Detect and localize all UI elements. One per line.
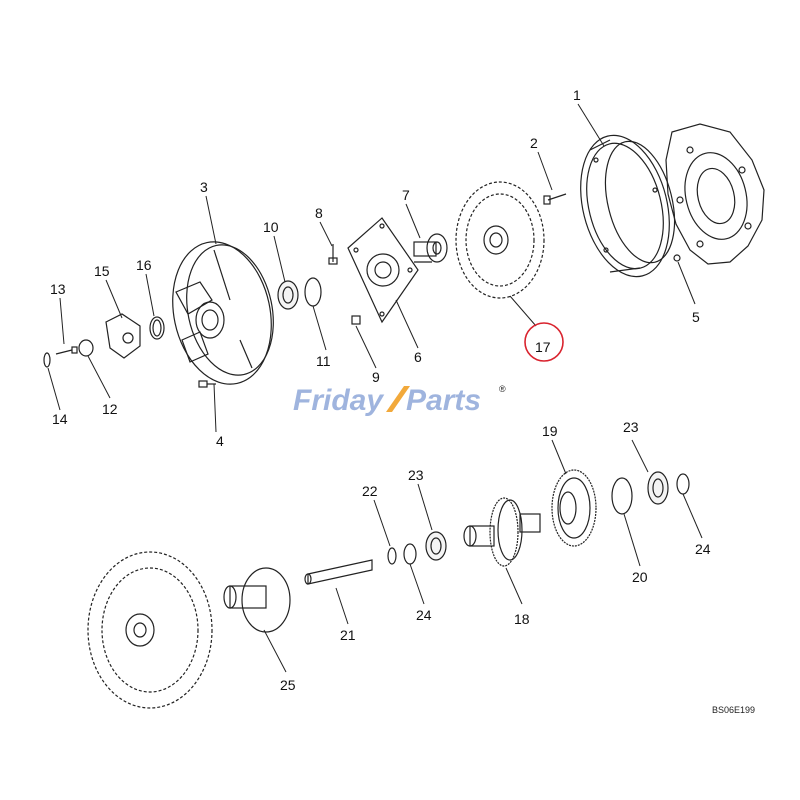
callout-1: 1 — [573, 87, 581, 103]
part-24-o-ring-right[interactable] — [676, 473, 690, 495]
callout-19: 19 — [542, 423, 558, 439]
part-20-snap-ring[interactable] — [611, 477, 633, 515]
watermark-registered-mark: ® — [499, 384, 506, 394]
watermark-text-parts: Parts — [406, 384, 481, 417]
callout-9: 9 — [372, 369, 380, 385]
part-15-yoke[interactable] — [105, 313, 141, 359]
part-6-flex-plate[interactable] — [347, 217, 419, 324]
part-16-o-ring[interactable] — [149, 316, 165, 340]
callout-14: 14 — [52, 411, 68, 427]
part-22-snap-ring[interactable] — [387, 547, 397, 565]
flywheel-housing-plate[interactable] — [665, 123, 765, 265]
part-5-screw[interactable] — [673, 254, 681, 262]
callout-15: 15 — [94, 263, 110, 279]
callout-24-right: 24 — [695, 541, 711, 557]
part-2-bolt[interactable] — [543, 193, 567, 205]
part-10-seal[interactable] — [277, 280, 299, 310]
part-8-bolt[interactable] — [328, 244, 338, 265]
callout-2: 2 — [530, 135, 538, 151]
callout-5: 5 — [692, 309, 700, 325]
part-11-snap-ring[interactable] — [304, 277, 322, 307]
callout-21: 21 — [340, 627, 356, 643]
callout-6: 6 — [414, 349, 422, 365]
callout-23-left: 23 — [408, 467, 424, 483]
callout-23-right: 23 — [623, 419, 639, 435]
callout-16: 16 — [136, 257, 152, 273]
part-17-torque-converter[interactable] — [455, 181, 545, 299]
callout-13: 13 — [50, 281, 66, 297]
callout-12: 12 — [102, 401, 118, 417]
watermark-text-friday: Friday — [293, 384, 384, 417]
watermark-logo: Friday Parts ® — [293, 384, 506, 417]
callout-17: 17 — [535, 339, 551, 355]
callout-11: 11 — [316, 353, 331, 369]
callout-24-left: 24 — [416, 607, 432, 623]
part-12-washer[interactable] — [78, 339, 94, 357]
part-23-bearing-left[interactable] — [425, 531, 447, 561]
part-23-bearing-right[interactable] — [647, 471, 669, 505]
callout-20: 20 — [632, 569, 648, 585]
callout-4: 4 — [216, 433, 224, 449]
callout-7: 7 — [402, 187, 410, 203]
part-1-housing-ring[interactable] — [567, 126, 686, 286]
callout-17-highlight-circle — [524, 322, 564, 362]
drawing-code: BS06E199 — [712, 705, 755, 715]
callout-8: 8 — [315, 205, 323, 221]
callout-3: 3 — [200, 179, 208, 195]
part-24-o-ring-left[interactable] — [403, 543, 417, 565]
callout-labels: 1 2 3 4 5 6 7 8 9 10 11 12 13 14 15 16 1… — [50, 87, 711, 693]
part-19-gear[interactable] — [551, 469, 597, 547]
part-13-bolt[interactable] — [55, 346, 78, 355]
part-25-converter-assembly[interactable] — [87, 551, 291, 709]
part-21-shaft[interactable] — [304, 559, 373, 585]
callout-10: 10 — [263, 219, 279, 235]
part-14-lock-tab[interactable] — [43, 352, 51, 368]
part-7-hub-shaft[interactable] — [413, 233, 448, 263]
callout-18: 18 — [514, 611, 530, 627]
callout-25: 25 — [280, 677, 296, 693]
part-3-transmission-housing[interactable] — [160, 233, 285, 394]
part-9-bolt[interactable] — [351, 315, 361, 325]
watermark-slash-icon — [386, 386, 410, 412]
callout-22: 22 — [362, 483, 378, 499]
leader-lines — [47, 103, 703, 673]
part-18-gear-shaft[interactable] — [463, 497, 541, 567]
part-4-bolt[interactable] — [198, 380, 216, 388]
